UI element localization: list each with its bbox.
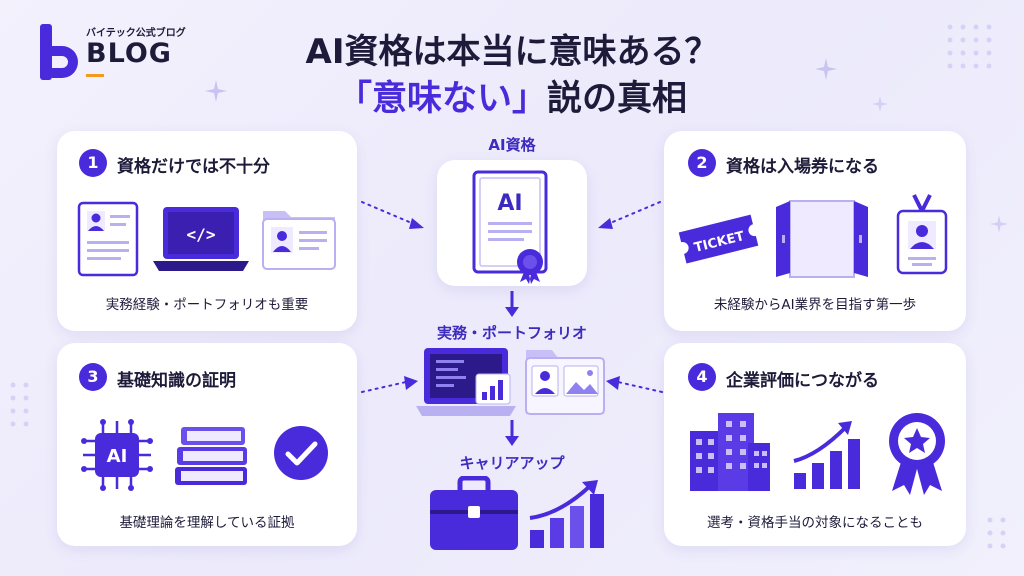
logo <box>38 24 198 84</box>
sparkle-decoration-right-small <box>872 96 888 112</box>
card1-caption: 実務経験・ポートフォリオも重要 <box>105 297 309 313</box>
card3-number-badge: 3 <box>79 363 107 391</box>
card1-title: 資格だけでは不十分 <box>117 157 270 177</box>
connector-card1-to-cert <box>361 201 424 229</box>
dot-grid-decoration-top-right <box>947 24 992 69</box>
arrow-down-2 <box>505 420 519 446</box>
title-line2-rest: 説の真相 <box>547 79 688 119</box>
career-growth-chart-icon <box>529 480 604 548</box>
card4-number-badge: 4 <box>688 363 716 391</box>
logo-b-icon <box>40 24 78 80</box>
portfolio-image-folder-icon <box>525 350 605 415</box>
buildings-icon <box>690 413 770 491</box>
arrow-down-1 <box>505 291 519 317</box>
ai-chip-text: AI <box>107 446 128 467</box>
logo-underline <box>86 74 104 77</box>
card2-number-badge: 2 <box>688 149 716 177</box>
card-entry-ticket: 2 資格は入場券になる TICKET 未経験からAI業界を目指す第一歩 <box>664 131 966 331</box>
title-line1: AI資格は本当に意味ある？ <box>305 32 719 72</box>
card-insufficient: 1 資格だけでは不十分 </> 実務経験・ポートフォリオも重要 <box>57 131 357 331</box>
cert-ai-text: AI <box>497 191 522 216</box>
card-company-evaluation: 4 企業評価につながる 選考・資格手当の対象になることも <box>664 343 966 546</box>
books-icon <box>175 427 247 485</box>
card4-caption: 選考・資格手当の対象になることも <box>707 515 923 531</box>
logo-subtitle: バイテック公式ブログ <box>86 28 186 39</box>
dot-grid-decoration-left <box>10 382 29 427</box>
cert-label: AI資格 <box>488 136 536 154</box>
growth-chart-icon <box>793 421 860 489</box>
title-line2: 「意味ない」説の真相 <box>0 70 1024 121</box>
briefcase-icon <box>430 476 518 550</box>
award-ribbon-icon <box>889 413 945 495</box>
connector-card4-to-portfolio <box>606 376 663 393</box>
resume-icon <box>77 201 139 277</box>
sparkle-decoration-right <box>815 58 837 80</box>
title-highlight: 「意味ない」 <box>336 79 547 119</box>
card-knowledge-proof: 3 基礎知識の証明 AI 基礎理論を理解している証拠 <box>57 343 357 546</box>
card2-title: 資格は入場券になる <box>726 157 879 177</box>
card3-caption: 基礎理論を理解している証拠 <box>119 515 295 531</box>
connector-card2-to-cert <box>598 201 661 229</box>
portfolio-folder-icon <box>262 211 336 270</box>
card2-caption: 未経験からAI業界を目指す第一歩 <box>713 297 917 313</box>
certificate-icon: AI <box>472 170 548 284</box>
laptop-code-icon: </> <box>153 207 249 271</box>
card1-number-badge: 1 <box>79 149 107 177</box>
connector-card3-to-portfolio <box>361 376 418 393</box>
dot-grid-decoration-bottom-right <box>987 517 1006 549</box>
check-circle-icon <box>274 426 328 480</box>
sparkle-decoration-left <box>205 80 227 102</box>
sparkle-decoration-far-right <box>990 215 1008 233</box>
id-badge-icon <box>896 194 948 275</box>
ai-chip-icon: AI <box>81 419 153 491</box>
logo-text: BLOG <box>86 38 172 69</box>
portfolio-label: 実務・ポートフォリオ <box>436 324 587 342</box>
open-door-icon <box>776 200 868 278</box>
laptop-analytics-icon <box>416 348 516 416</box>
card4-title: 企業評価につながる <box>726 371 879 391</box>
career-label: キャリアアップ <box>459 454 565 472</box>
code-icon-text: </> <box>187 225 216 244</box>
ticket-icon: TICKET <box>678 214 759 264</box>
card3-title: 基礎知識の証明 <box>117 371 236 391</box>
